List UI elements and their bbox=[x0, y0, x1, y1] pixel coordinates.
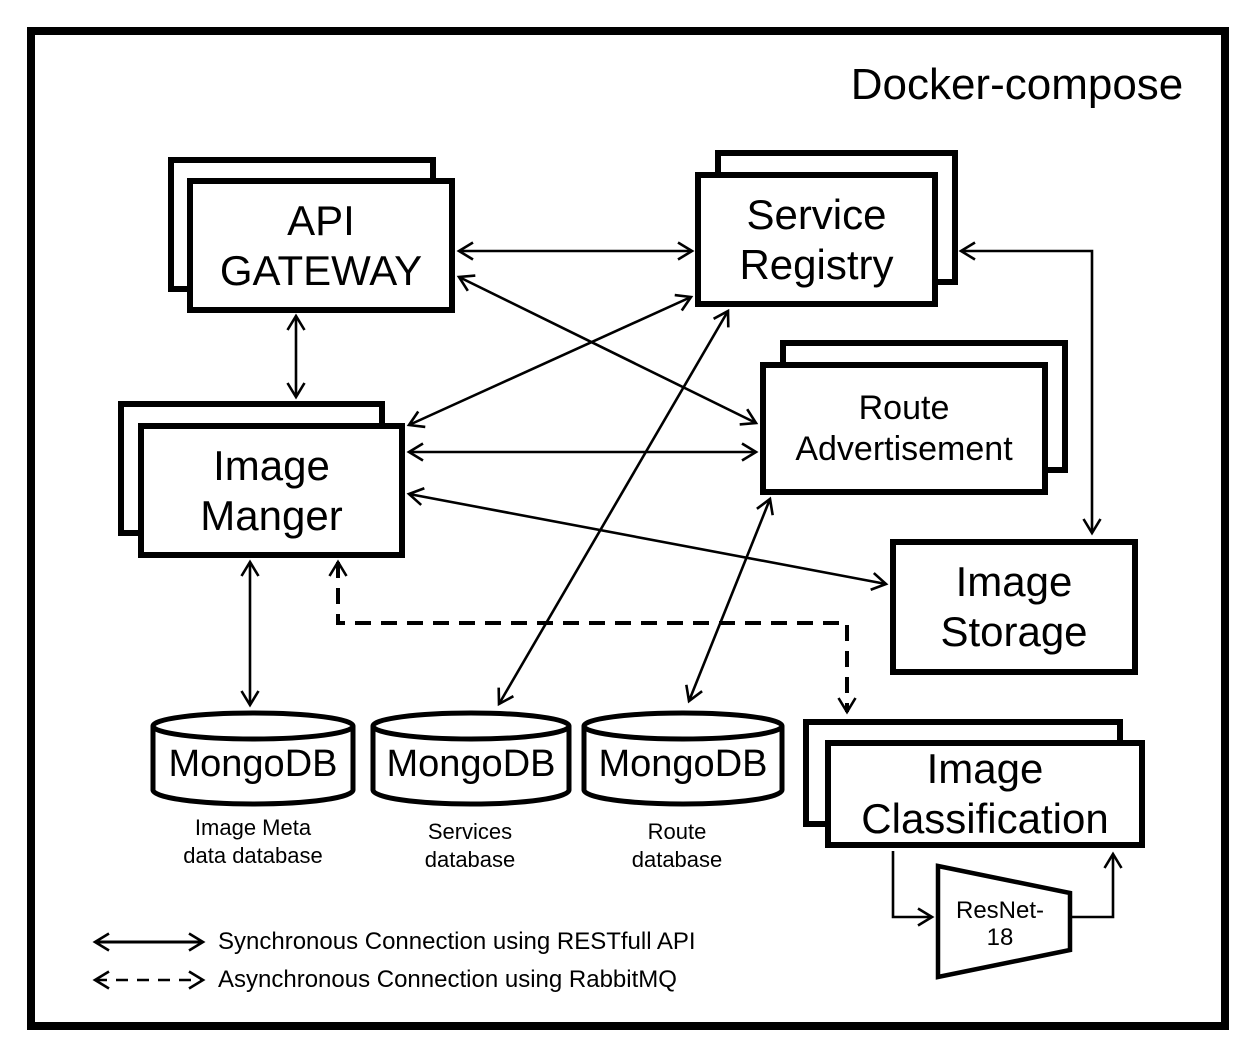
api-gateway-node: API GATEWAY bbox=[187, 178, 455, 313]
mongodb-route-label: MongoDB bbox=[598, 743, 768, 785]
connector-image-manger-service-registry bbox=[406, 293, 694, 429]
image-storage-node: Image Storage bbox=[890, 539, 1138, 675]
connector-image-manger-image-classification-dashed bbox=[328, 559, 857, 715]
route-advertisement-label: Route Advertisement bbox=[795, 388, 1013, 468]
image-classification-label: Image Classification bbox=[861, 745, 1109, 842]
connector-image-manger-image-storage bbox=[406, 487, 889, 591]
connector-service-registry-mongodb-services bbox=[497, 308, 730, 707]
mongodb-route-caption: Route database bbox=[631, 819, 723, 872]
image-storage-label: Image Storage bbox=[940, 558, 1088, 655]
connector-route-advertisement-mongodb-route bbox=[685, 496, 774, 704]
service-registry-label: Service Registry bbox=[739, 190, 894, 288]
legend-dashed-label: Asynchronous Connection using RabbitMQ bbox=[218, 966, 677, 993]
image-manger-label: Image Manger bbox=[200, 441, 343, 539]
service-registry-node: Service Registry bbox=[695, 172, 938, 307]
image-manger-node: Image Manger bbox=[138, 423, 405, 558]
mongodb-image-meta-label: MongoDB bbox=[168, 743, 338, 785]
connector-image-classification-to-resnet bbox=[891, 851, 935, 927]
connector-resnet-to-image-classification bbox=[1072, 851, 1123, 919]
image-classification-node: Image Classification bbox=[825, 740, 1145, 848]
diagram-title: Docker-compose bbox=[850, 60, 1184, 109]
resnet-label: ResNet- 18 bbox=[955, 897, 1045, 951]
api-gateway-label: API GATEWAY bbox=[219, 196, 423, 294]
mongodb-image-meta-caption: Image Meta data database bbox=[183, 815, 323, 868]
legend-solid-label: Synchronous Connection using RESTfull AP… bbox=[218, 928, 696, 955]
mongodb-services-caption: Services database bbox=[424, 819, 516, 872]
route-advertisement-node: Route Advertisement bbox=[760, 362, 1048, 495]
mongodb-services-label: MongoDB bbox=[386, 743, 556, 785]
